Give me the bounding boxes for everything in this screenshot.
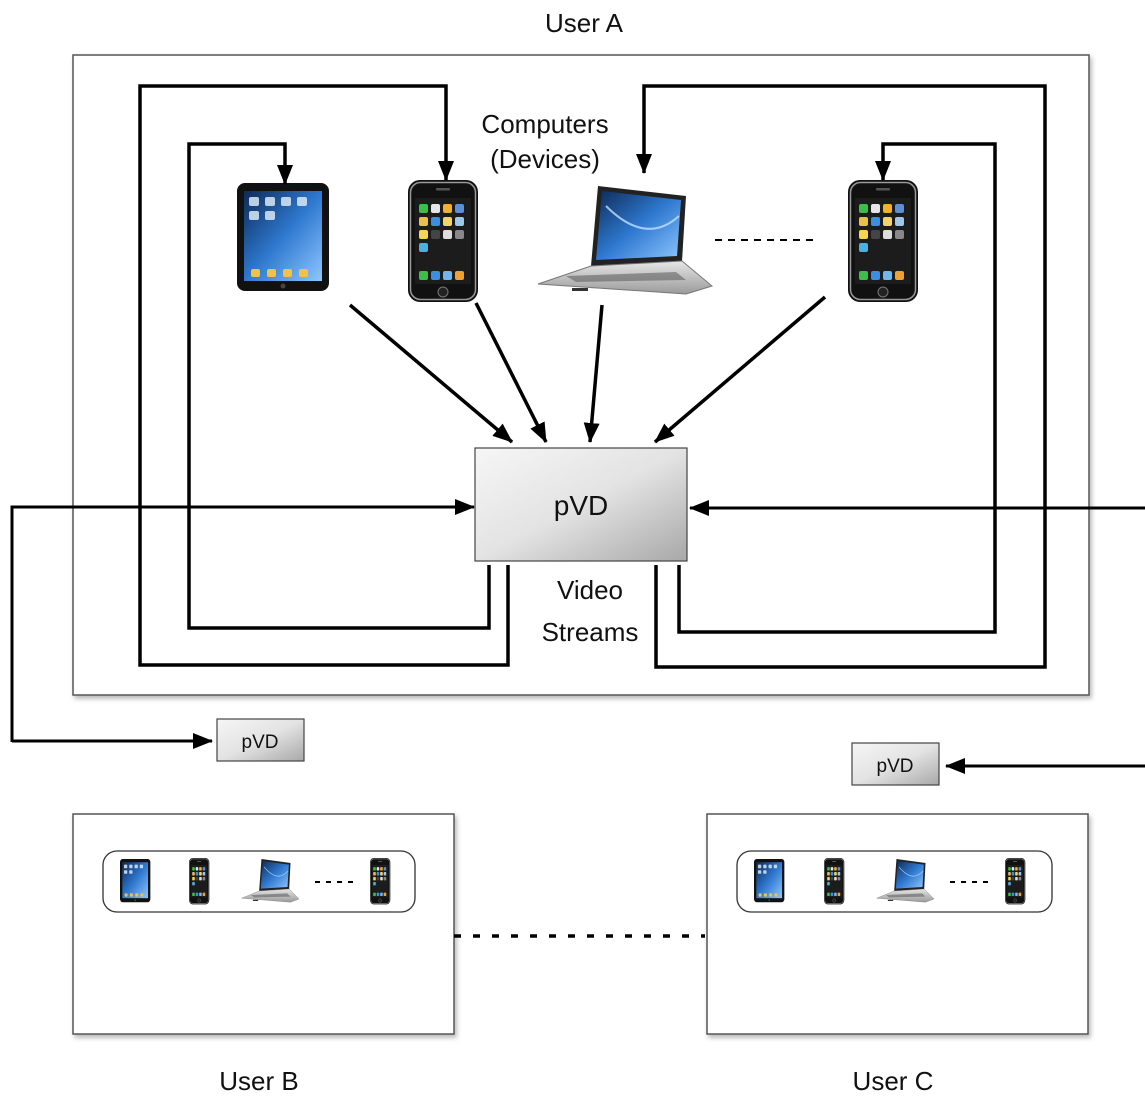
- pvd-box-user-c: [851, 742, 940, 786]
- streams-label-line2: Streams: [542, 617, 639, 647]
- user-c-device-group: [736, 850, 1053, 913]
- pvd-box-user-b: [216, 718, 305, 762]
- upload-arrows: [348, 295, 827, 444]
- inter-user-links: [10, 499, 1145, 742]
- devices-label-line2: (Devices): [490, 144, 600, 174]
- user-c-box: [706, 813, 1089, 1035]
- streams-label-line1: Video: [557, 575, 623, 605]
- smartphone-icon: [407, 179, 479, 303]
- pvd-label-user-c: pVD: [877, 756, 914, 777]
- user-c-title: User C: [853, 1066, 934, 1096]
- user-b-title: User B: [219, 1066, 298, 1096]
- tablet-icon: [754, 859, 785, 903]
- user-a-title: User A: [545, 8, 624, 38]
- smartphone-icon: [1004, 857, 1026, 905]
- smartphone-icon: [823, 857, 845, 905]
- pvd-label-user-b: pVD: [242, 732, 279, 753]
- tablet-icon: [120, 859, 151, 903]
- smartphone-icon: [188, 857, 210, 905]
- tablet-icon: [237, 183, 329, 291]
- pvd-label-user-a: pVD: [554, 490, 608, 521]
- user-a-box: [72, 54, 1090, 696]
- smartphone-icon: [847, 179, 919, 303]
- devices-label-line1: Computers: [481, 109, 608, 139]
- video-stream-loops: [138, 84, 1047, 669]
- pvd-box-user-a: [474, 447, 688, 562]
- smartphone-icon: [369, 857, 391, 905]
- user-b-box: [72, 813, 455, 1035]
- user-b-device-group: [102, 850, 416, 913]
